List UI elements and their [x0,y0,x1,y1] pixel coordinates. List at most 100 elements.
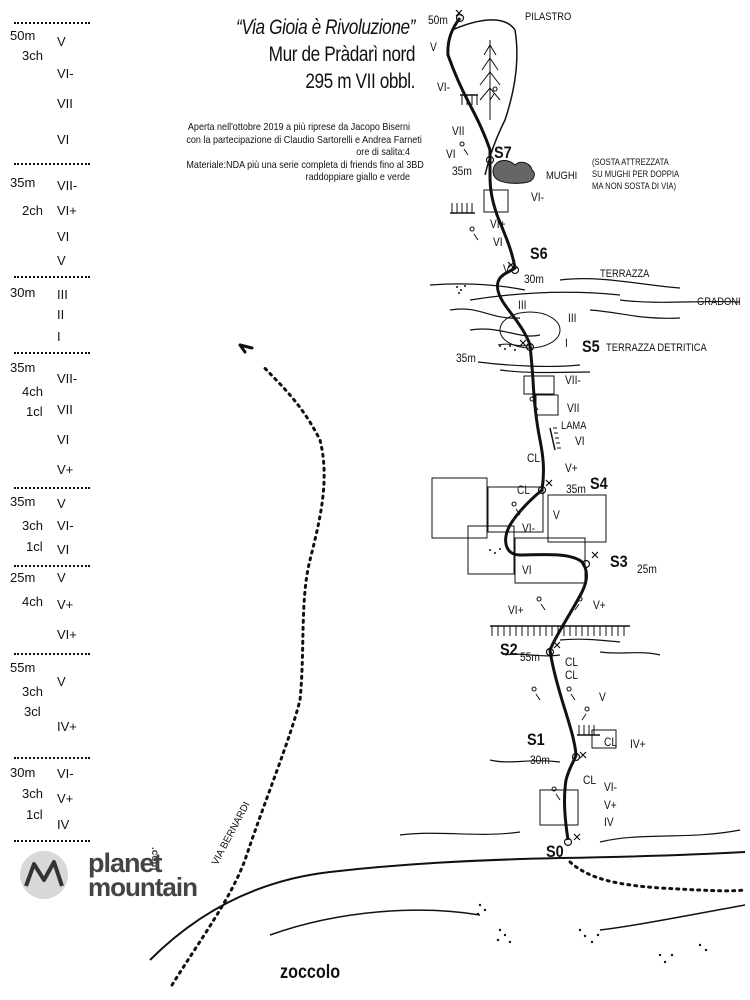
approach-path [170,363,326,987]
protection-marks [455,9,599,847]
mark-grade: VI- [531,190,545,204]
pitch-separator [14,276,90,278]
route-line [446,17,588,841]
mark-grade: V+ [604,798,617,812]
mark-grade: I [565,336,568,350]
pitch-grade: V+ [57,597,74,612]
belay-s0: S0 [546,842,564,861]
label-pilastro: PILASTRO [525,11,572,23]
ground-ridge [399,829,741,843]
route-title: “Via Gioia è Rivoluzione” Mur de Pràdarì… [222,14,415,95]
mark-grade: VI [575,434,585,448]
belay-s6: S6 [530,244,548,263]
pitch-grade: V [57,34,66,49]
route-info: Aperta nell'ottobre 2019 a più riprese d… [186,121,423,184]
pitch-length: 35m [10,175,36,190]
pitch-protection: 3cl [24,704,41,719]
mark-grade: VI+ [490,217,506,231]
mark-grade: CL [583,773,597,787]
belay-s5: S5 [582,337,600,356]
pitch-grade: V [57,674,66,689]
pitch-grade: IV+ [57,719,77,734]
pitch-grade: VII [57,402,73,417]
pitch-grade: VI- [57,518,74,533]
sosta-note-line-1: (SOSTA ATTREZZATA [592,157,669,167]
pitch-length: 35m [10,494,36,509]
pitch-separator [14,653,90,655]
route-wall: Mur de Pràdarì nord [268,43,416,66]
mark-grade: V+ [593,598,606,612]
label-gradoni: GRADONI [697,296,741,308]
pitch-grade: VI [57,432,70,447]
belay-s7: S7 [494,143,512,162]
pitch-grade: VI- [57,66,74,81]
pitch-grade: VII- [57,371,78,386]
pitch-grade: V [57,496,66,511]
ground-line [149,851,746,961]
ledges [429,278,741,763]
mark-grade: VII [567,401,580,415]
label-terrazza-detritica: TERRAZZA DETRITICA [606,342,707,354]
mark-length: 35m [456,351,476,365]
pine-tree [479,40,501,120]
mark-grade: IV [604,815,614,829]
mark-grade: VI [522,563,532,577]
info-line-1: Aperta nell'ottobre 2019 a più riprese d… [187,121,410,133]
sosta-note-line-2: SU MUGHI PER DOPPIA [592,169,680,179]
pitch-protection: 2ch [22,203,43,218]
pitch-protection: 4ch [22,594,43,609]
lower-ground [269,904,746,936]
pitch-separator [14,22,90,24]
pitch-grade: V+ [57,791,74,806]
mark-grade: VI- [437,80,451,94]
pitch-grade: VI [57,132,70,147]
label-lama: LAMA [561,420,587,432]
pitch-grade: III [57,287,68,302]
pitch-length: 30m [10,765,36,780]
route-name: “Via Gioia è Rivoluzione” [236,16,415,39]
mark-grade: VI [493,235,503,249]
pitch-separator [14,757,90,759]
pitch-separator [14,487,90,489]
pilastro-outline [451,19,518,176]
mark-grade: V [553,508,560,522]
pitch-grade: VII [57,96,73,111]
rock-blocks [431,189,617,826]
roof-ticks [451,95,625,735]
planetmountain-logo: planet mountain .com [14,847,198,902]
pitch-grade: VI [57,542,70,557]
pitch-protection: 1cl [26,404,43,419]
label-terrazza: TERRAZZA [600,268,650,280]
sosta-note-line-3: MA NON SOSTA DI VIA) [592,181,677,191]
logo-word-mountain: mountain [88,872,198,902]
pitch-protection: 3ch [22,48,43,63]
mark-grade: VII [452,124,465,138]
mark-grade: CL [517,483,531,497]
pitch-length: 30m [10,285,36,300]
logo-suffix: .com [149,847,160,871]
scree-dots [456,285,516,554]
pitch-separator [14,352,90,354]
pitch-protection: 3ch [22,518,43,533]
mark-length: 25m [637,562,657,576]
pitch-protection: 4ch [22,384,43,399]
pitch-length: 35m [10,360,36,375]
mark-grade: VI- [522,521,536,535]
belay-s2: S2 [500,640,518,659]
belay-s1: S1 [527,730,545,749]
mughi-bush [492,160,535,184]
pitch-length: 55m [10,660,36,675]
label-zoccolo: zoccolo [280,962,341,983]
mark-grade: VI [446,147,456,161]
mark-grade: V [430,40,437,54]
pitch-grade: VI [57,229,70,244]
pitch-grade: V [57,570,66,585]
label-mughi: MUGHI [546,170,578,182]
mark-grade: VII- [565,373,581,387]
pitons [459,86,590,801]
sosta-note: (SOSTA ATTREZZATA SU MUGHI PER DOPPIA MA… [592,156,679,192]
belay-s4: S4 [590,474,608,493]
pitch-protection: 3ch [22,684,43,699]
logo-mark-icon [20,851,68,899]
mark-grade: V+ [565,461,578,475]
